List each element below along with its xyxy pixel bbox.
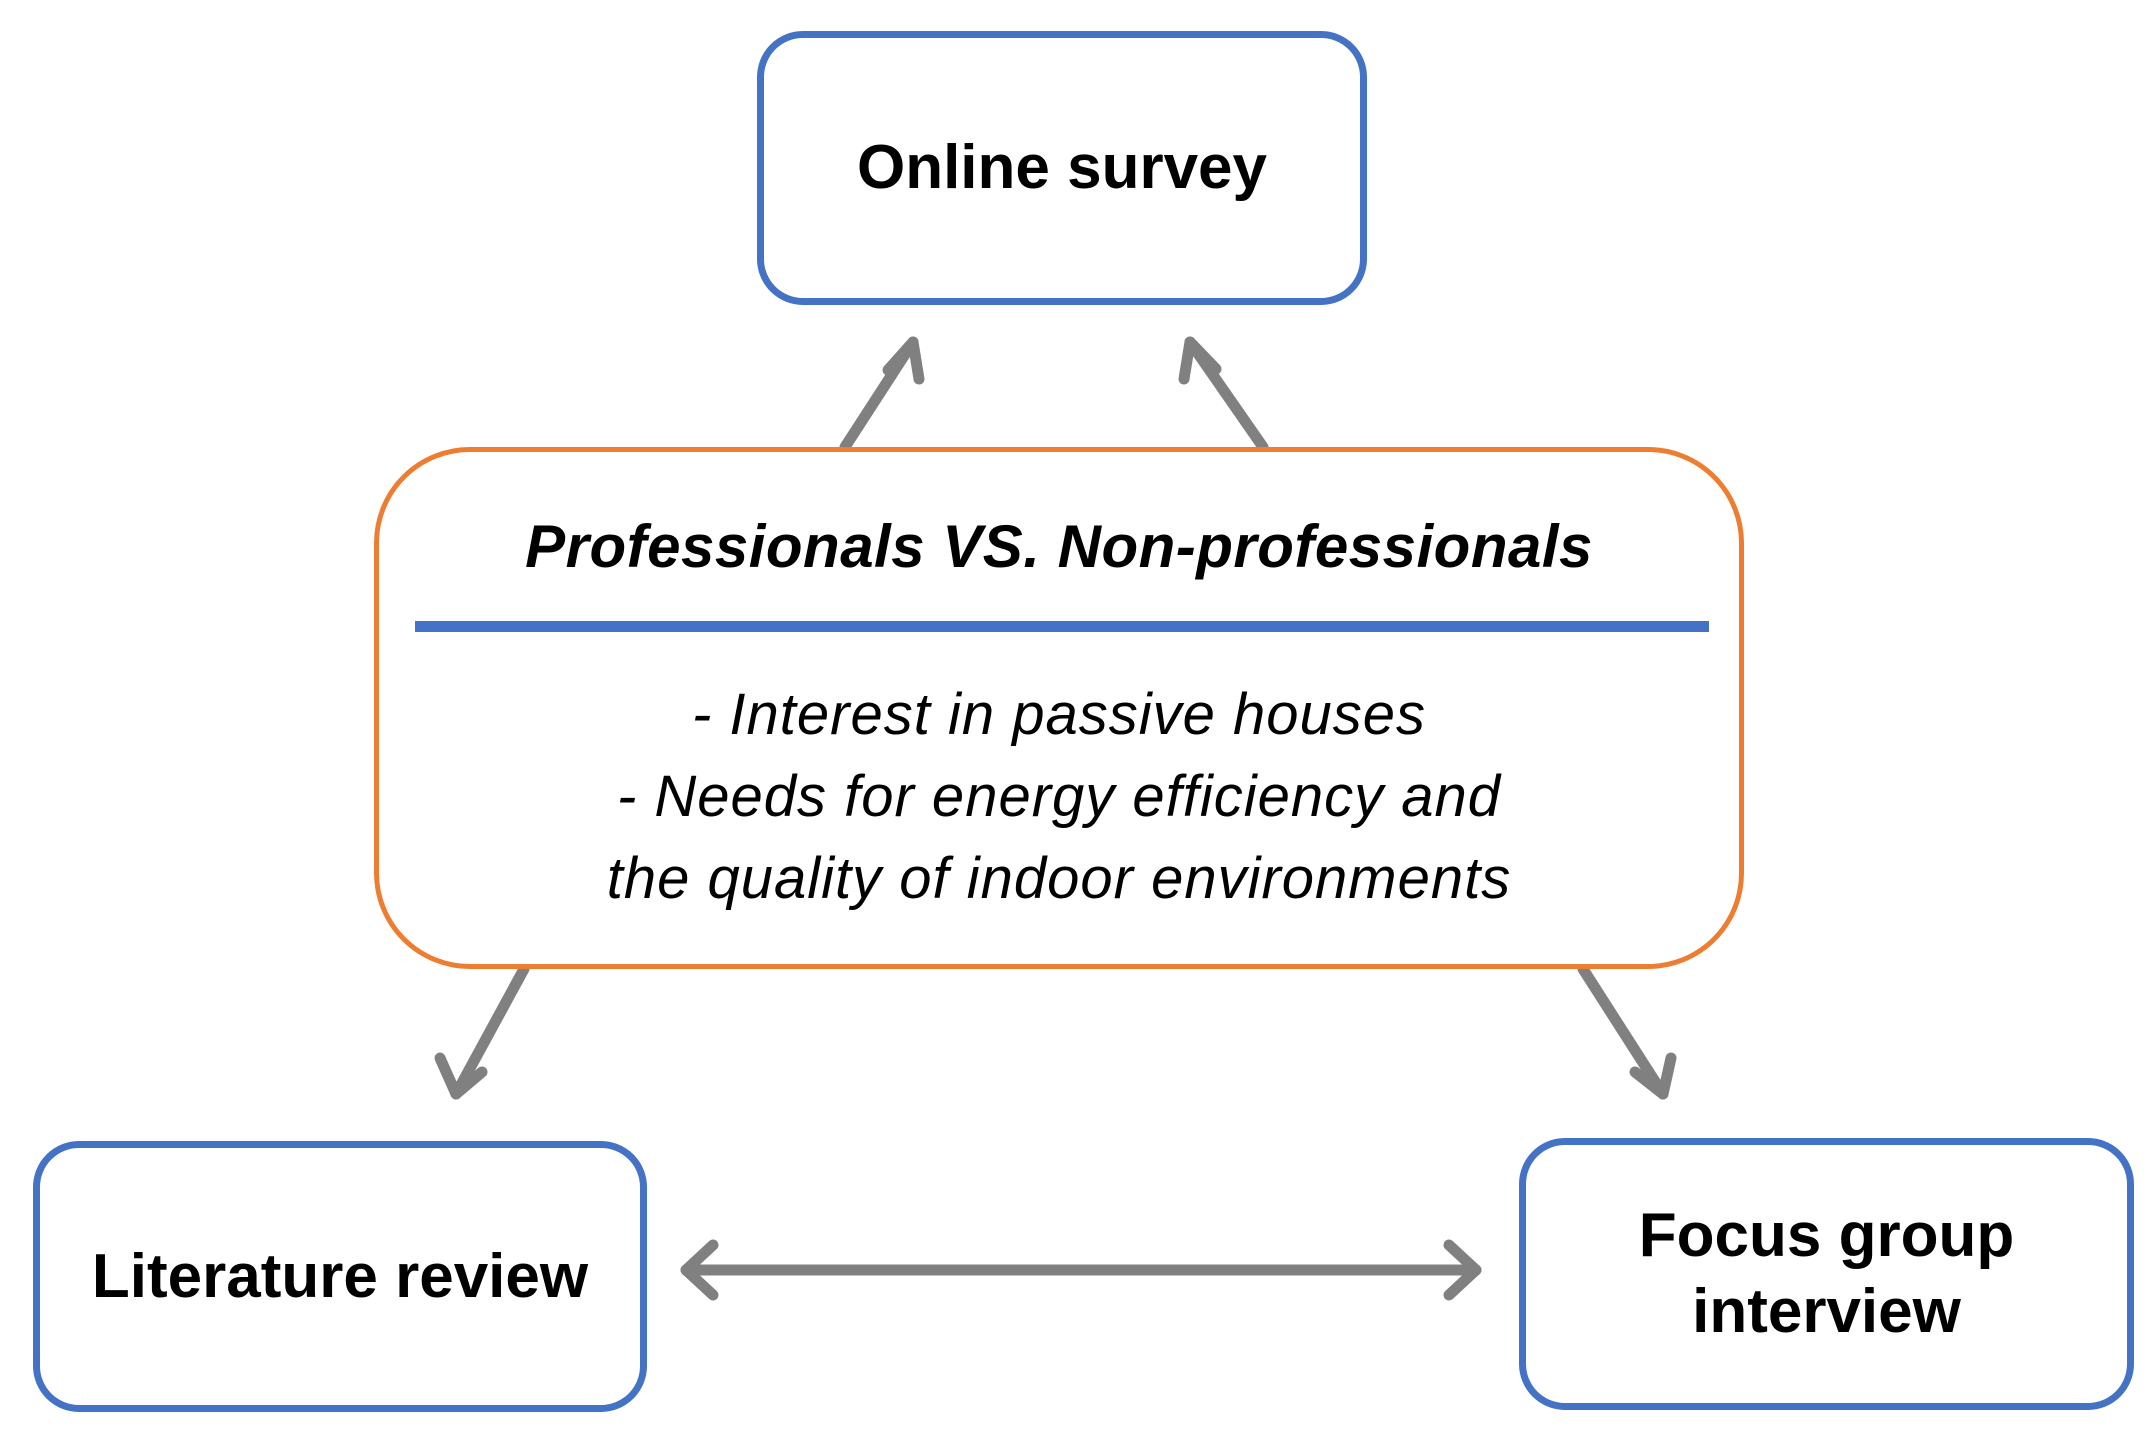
comparison-point-needs-continued: the quality of indoor environments xyxy=(606,846,1512,911)
arrow-center-to-literature xyxy=(434,963,530,1100)
professionals-comparison-box: Professionals VS. Non-professionals - In… xyxy=(374,447,1744,969)
comparison-point-interest: - Interest in passive houses xyxy=(691,682,1427,747)
arrow-center-to-online-left xyxy=(839,336,925,453)
online-survey-box: Online survey xyxy=(757,31,1367,305)
focus-group-label: Focus group interview xyxy=(1639,1198,2014,1349)
arrow-literature-focus-bidirectional xyxy=(680,1239,1482,1301)
literature-review-box: Literature review xyxy=(33,1141,647,1412)
title-divider xyxy=(415,621,1709,632)
comparison-title: Professionals VS. Non-professionals xyxy=(525,513,1593,580)
arrow-center-to-focus xyxy=(1577,963,1677,1100)
focus-group-label-line1: Focus group xyxy=(1638,1201,2015,1271)
online-survey-label: Online survey xyxy=(856,133,1268,203)
arrow-center-to-online-right xyxy=(1178,336,1269,453)
focus-group-interview-box: Focus group interview xyxy=(1519,1138,2134,1410)
focus-group-label-line2: interview xyxy=(1692,1277,1961,1346)
literature-review-label: Literature review xyxy=(91,1241,589,1311)
comparison-points: - Interest in passive houses - Needs for… xyxy=(379,674,1739,920)
comparison-point-needs: - Needs for energy efficiency and xyxy=(616,764,1502,829)
